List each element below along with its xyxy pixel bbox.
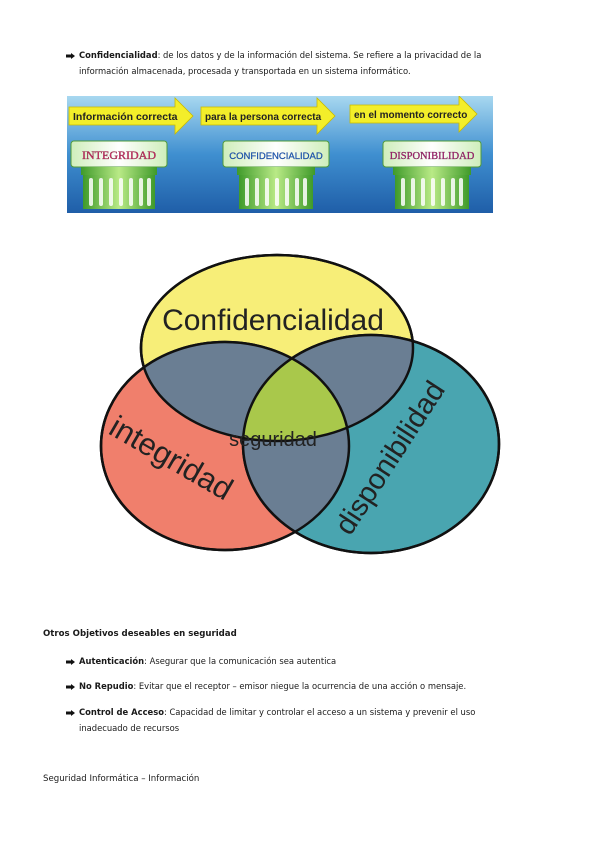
item-text: : Capacidad de limitar y controlar el ac… — [163, 707, 476, 717]
item-continuation: inadecuado de recursos — [79, 723, 180, 733]
section-heading: Otros Objetivos deseables en seguridad — [43, 629, 237, 639]
arrow-label-1: Información correcta — [73, 111, 178, 123]
pillar-label-3: DISPONIBILIDAD — [390, 151, 475, 162]
list-item-control-acceso: Control de Acceso: Capacidad de limitar … — [79, 704, 519, 736]
page-footer: Seguridad Informática – Información — [43, 774, 200, 784]
list-item-autenticacion: Autenticación: Asegurar que la comunicac… — [79, 653, 519, 669]
intro-term: Confidencialidad — [79, 50, 158, 60]
pillar-integridad: INTEGRIDAD — [70, 140, 168, 209]
pillar-disponibilidad: DISPONIBILIDAD — [382, 140, 482, 209]
intro-line1: : de los datos y de la información del s… — [157, 50, 482, 60]
item-text: : Asegurar que la comunicación sea auten… — [144, 656, 337, 666]
arrow-1: Información correcta — [68, 97, 194, 135]
intro-paragraph: Confidencialidad: de los datos y de la i… — [79, 47, 519, 79]
arrow-label-3: en el momento correcto — [354, 110, 467, 121]
arrow-2: para la persona correcta — [200, 97, 336, 135]
venn-outlines — [99, 253, 501, 555]
arrow-3: en el momento correcto — [349, 96, 478, 133]
security-pillars-banner: Información correcta para la persona cor… — [67, 96, 493, 213]
intro-line2: información almacenada, procesada y tran… — [79, 66, 411, 76]
bullet-arrow-icon — [66, 684, 75, 690]
pillar-label-1: INTEGRIDAD — [82, 148, 156, 162]
bullet-arrow-icon — [66, 659, 75, 665]
item-term: Autenticación — [79, 656, 145, 666]
item-term: Control de Acceso — [79, 707, 164, 717]
item-term: No Repudio — [79, 681, 134, 691]
venn-label-seguridad: seguridad — [229, 429, 317, 451]
list-item-no-repudio: No Repudio: Evitar que el receptor – emi… — [79, 678, 519, 694]
item-text: : Evitar que el receptor – emisor niegue… — [133, 681, 467, 691]
arrow-label-2: para la persona correcta — [205, 112, 322, 123]
bullet-arrow-icon — [66, 710, 75, 716]
pillar-label-2: CONFIDENCIALIDAD — [229, 151, 323, 162]
cia-venn-diagram: Confidencialidad seguridad integridad di… — [99, 253, 501, 555]
venn-label-confidencialidad: Confidencialidad — [162, 304, 384, 337]
pillar-confidencialidad: CONFIDENCIALIDAD — [222, 140, 330, 209]
venn-center-seguridad — [243, 342, 349, 441]
bullet-arrow-icon — [66, 53, 75, 59]
